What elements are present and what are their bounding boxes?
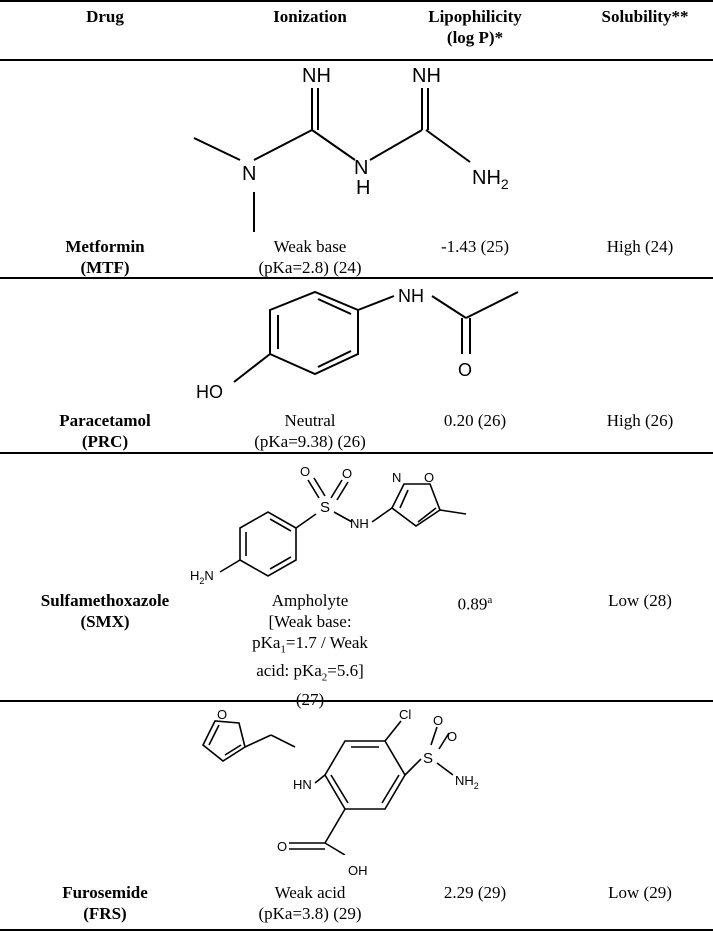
paracetamol-abbr: (PRC) bbox=[81, 432, 129, 451]
sulfamethoxazole-structure: H2N S O O NH N O bbox=[190, 456, 530, 586]
paracetamol-ho: HO bbox=[196, 382, 223, 402]
row-frs-logp: 2.29 (29) bbox=[443, 883, 507, 902]
metformin-nh-right: NH bbox=[412, 65, 441, 87]
frs-o1: O bbox=[433, 713, 443, 728]
metformin-abbr: (MTF) bbox=[80, 258, 130, 277]
paracetamol-pka: (pKa=9.38) (26) bbox=[254, 432, 366, 451]
row-paracetamol-name: Paracetamol (PRC) bbox=[35, 410, 175, 452]
metformin-structure: NH NH N N H NH2 bbox=[190, 62, 530, 242]
metformin-pka: (pKa=2.8) (24) bbox=[258, 258, 362, 277]
row-metformin-ionization: Weak base (pKa=2.8) (24) bbox=[225, 236, 395, 278]
header-lipophilicity: Lipophilicity (log P)* bbox=[395, 6, 555, 48]
frs-o-carb: O bbox=[277, 839, 287, 854]
metformin-name: Metformin bbox=[65, 237, 145, 256]
paracetamol-ionization: Neutral bbox=[284, 411, 336, 430]
row-frs-solubility: Low (29) bbox=[608, 883, 672, 902]
row-smx-ionization: Ampholyte [Weak base: pKa1=1.7 / Weak ac… bbox=[225, 590, 395, 710]
row-metformin-name: Metformin (MTF) bbox=[35, 236, 175, 278]
smx-o1: O bbox=[300, 464, 310, 479]
frs-pka: (pKa=3.8) (29) bbox=[258, 904, 362, 923]
smx-n: N bbox=[392, 470, 401, 485]
frs-o2: O bbox=[447, 729, 457, 744]
metformin-h-mid: H bbox=[356, 177, 370, 199]
paracetamol-nh: NH bbox=[398, 286, 424, 306]
header-lipophilicity-line2: (log P)* bbox=[446, 28, 504, 47]
frs-oh-label: OH bbox=[348, 863, 368, 878]
row-smx-name: Sulfamethoxazole (SMX) bbox=[20, 590, 190, 632]
smx-pka1: pKa1=1.7 / Weak bbox=[252, 633, 368, 656]
row-metformin-solubility: High (24) bbox=[606, 237, 674, 256]
furosemide-structure: O HN Cl S O O NH2 O bbox=[185, 705, 545, 855]
row-frs-name: Furosemide (FRS) bbox=[35, 882, 175, 924]
frs-name: Furosemide bbox=[62, 883, 148, 902]
bottom-rule bbox=[0, 929, 713, 931]
row-rule-2 bbox=[0, 452, 713, 454]
paracetamol-structure: HO NH O bbox=[190, 282, 530, 402]
frs-o-furan: O bbox=[217, 707, 227, 722]
frs-hn: HN bbox=[293, 777, 312, 792]
row-paracetamol-solubility: High (26) bbox=[606, 411, 674, 430]
frs-s: S bbox=[423, 750, 433, 767]
smx-nh: NH bbox=[350, 516, 369, 531]
smx-o-ring: O bbox=[424, 470, 434, 485]
row-paracetamol-ionization: Neutral (pKa=9.38) (26) bbox=[225, 410, 395, 452]
frs-abbr: (FRS) bbox=[83, 904, 127, 923]
row-rule-3 bbox=[0, 700, 713, 702]
frs-ionization: Weak acid bbox=[274, 883, 346, 902]
smx-pka2: acid: pKa2=5.6] bbox=[256, 661, 364, 684]
row-metformin-logp: -1.43 (25) bbox=[441, 237, 509, 256]
metformin-ionization: Weak base bbox=[273, 237, 347, 256]
metformin-nh-left: NH bbox=[302, 65, 331, 87]
row-smx-solubility: Low (28) bbox=[608, 591, 672, 610]
smx-s: S bbox=[320, 499, 330, 516]
smx-ref: (27) bbox=[295, 689, 325, 709]
paracetamol-name: Paracetamol bbox=[59, 411, 151, 430]
metformin-nh2: NH2 bbox=[472, 167, 509, 192]
smx-o2: O bbox=[342, 466, 352, 481]
header-drug: Drug bbox=[86, 7, 124, 26]
row-rule-1 bbox=[0, 277, 713, 279]
smx-ionization: Ampholyte bbox=[271, 591, 349, 610]
header-ionization: Ionization bbox=[273, 7, 347, 26]
row-paracetamol-logp: 0.20 (26) bbox=[443, 411, 507, 430]
paracetamol-o: O bbox=[458, 360, 472, 380]
metformin-n: N bbox=[242, 163, 256, 185]
frs-cl: Cl bbox=[399, 707, 411, 722]
row-frs-ionization: Weak acid (pKa=3.8) (29) bbox=[225, 882, 395, 924]
smx-ionization-line2: [Weak base: bbox=[268, 612, 352, 631]
row-smx-logp: 0.89a bbox=[457, 594, 493, 614]
smx-abbr: (SMX) bbox=[80, 612, 130, 631]
header-solubility: Solubility** bbox=[601, 7, 689, 26]
header-lipophilicity-line1: Lipophilicity bbox=[428, 7, 522, 26]
smx-name: Sulfamethoxazole bbox=[40, 591, 170, 610]
frs-nh2: NH2 bbox=[455, 773, 479, 791]
top-rule bbox=[0, 0, 713, 2]
header-rule bbox=[0, 59, 713, 61]
smx-h2n: H2N bbox=[190, 568, 214, 586]
metformin-n-mid: N bbox=[354, 157, 368, 179]
